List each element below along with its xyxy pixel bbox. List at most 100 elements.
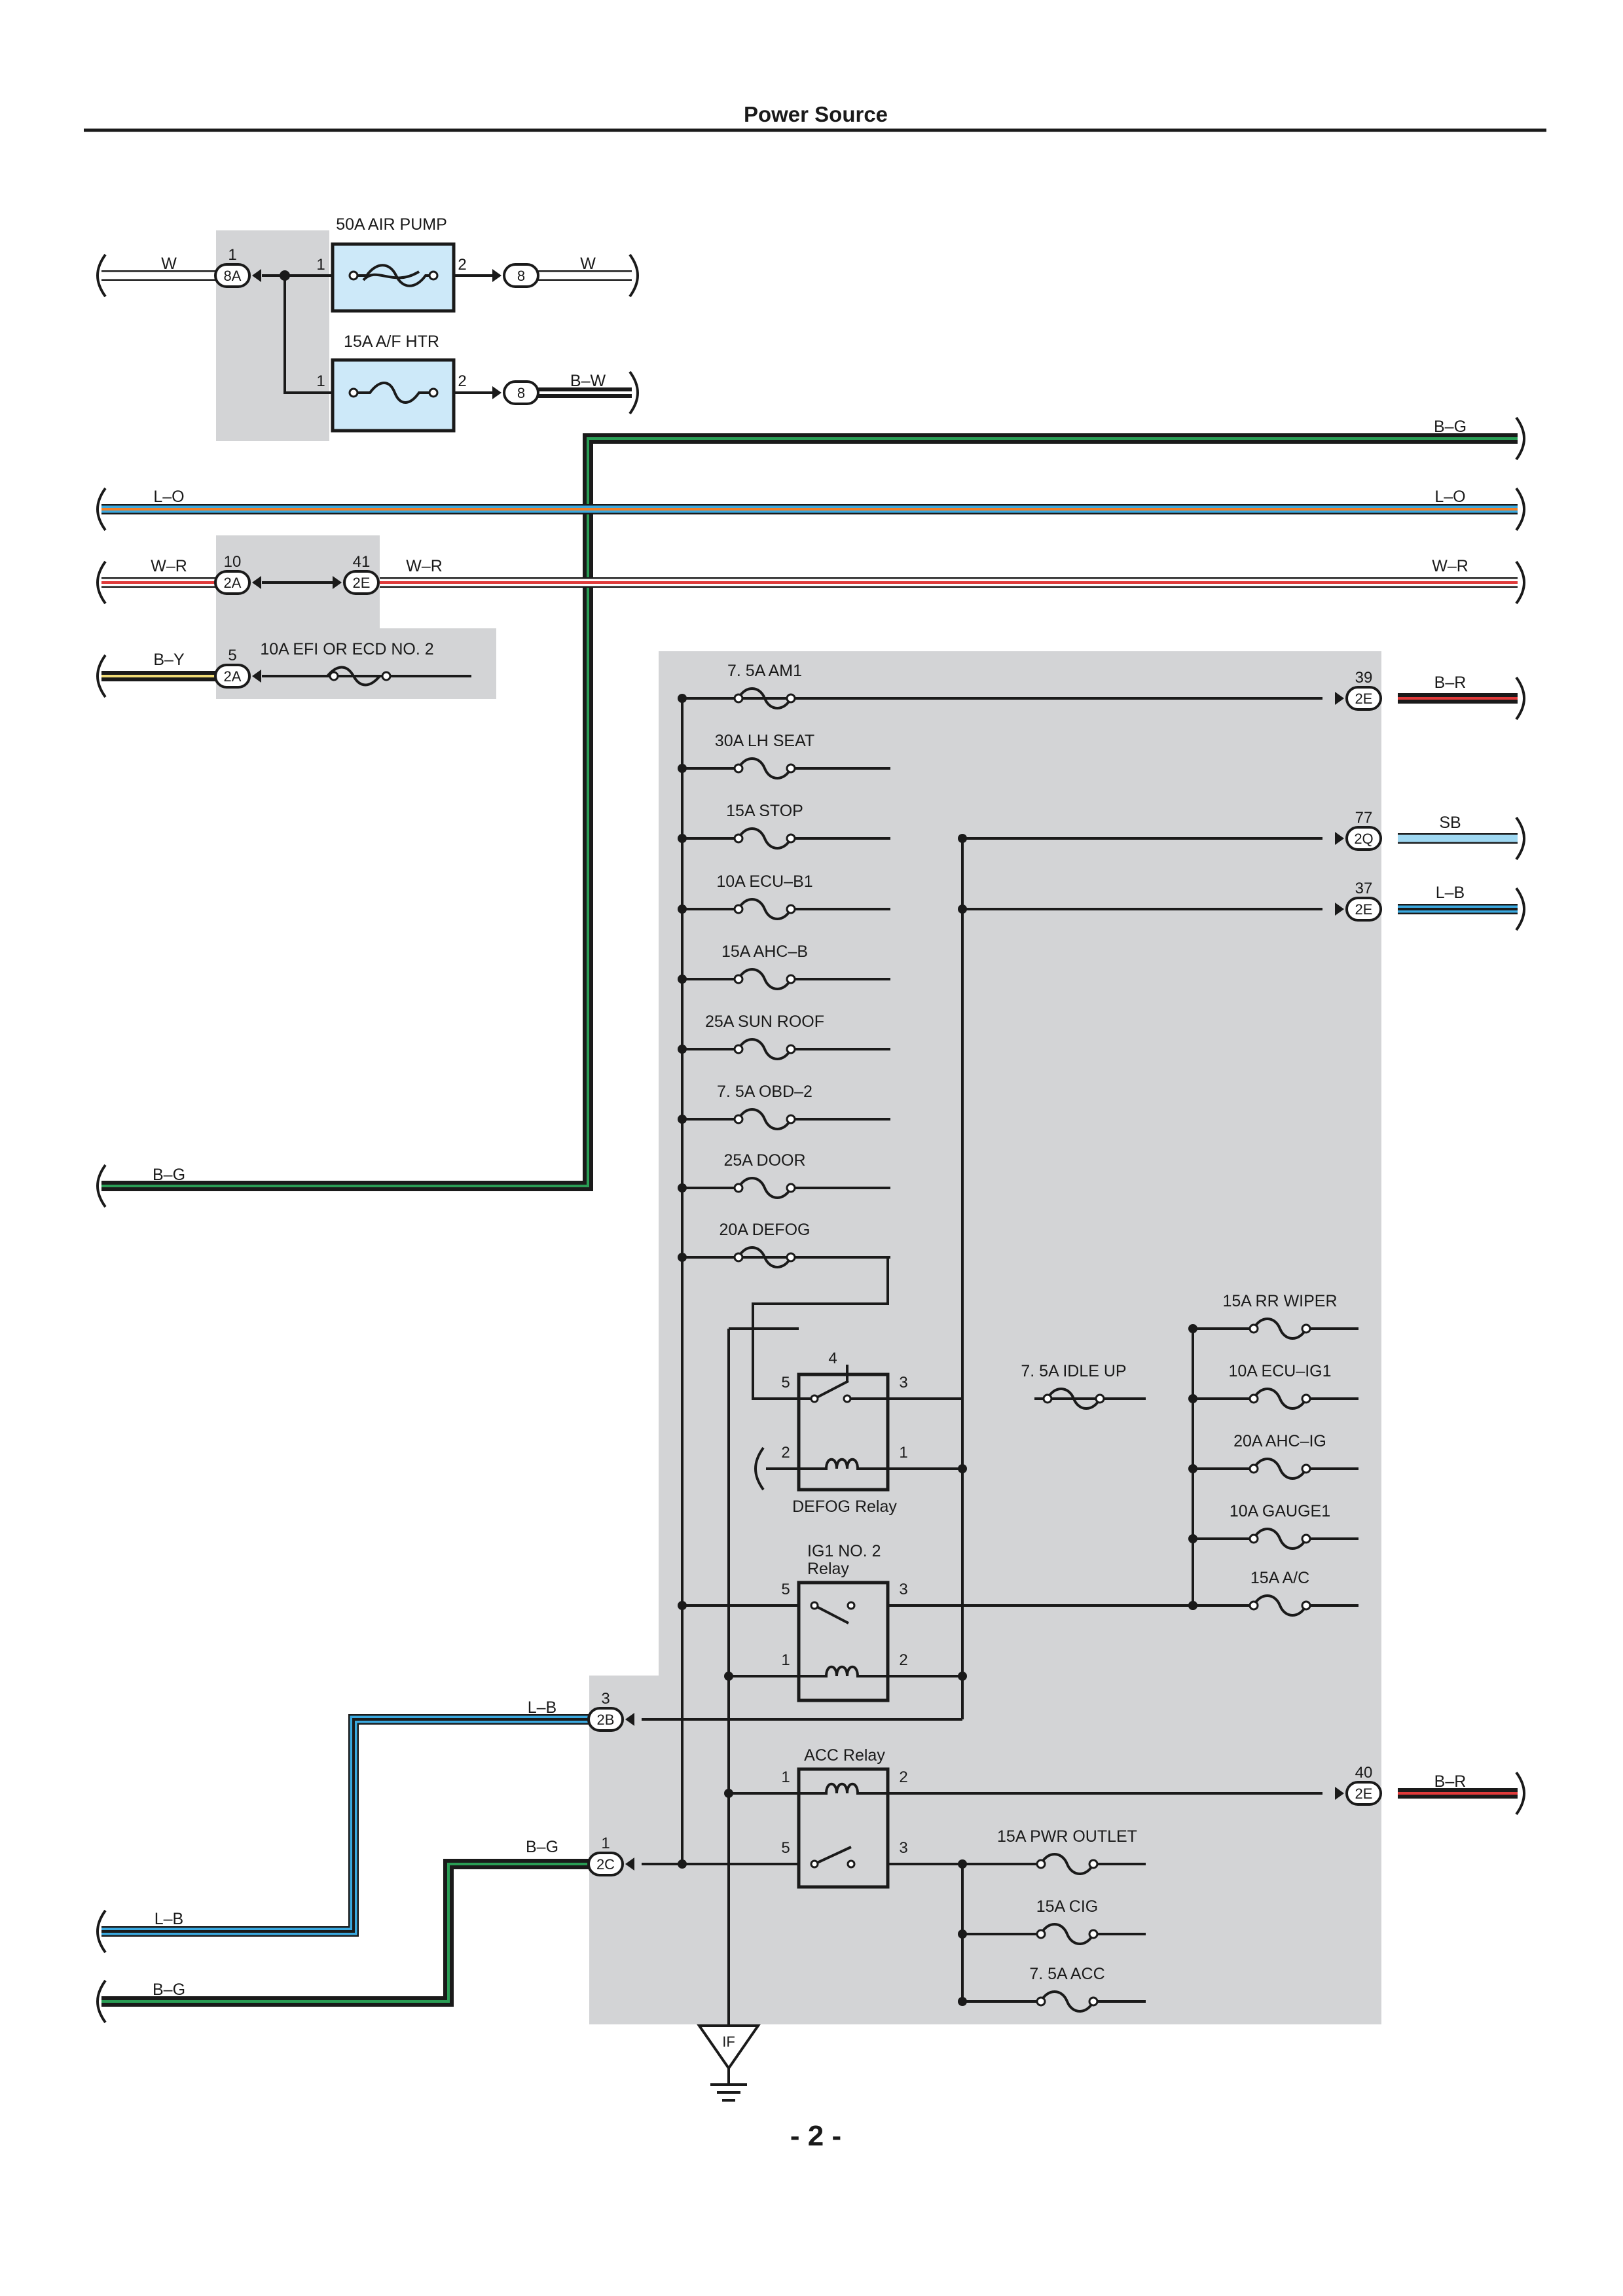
ig1-relay-pin-1: 1 bbox=[781, 1651, 790, 1669]
air-pump-pin-2: 2 bbox=[458, 256, 466, 274]
wire-label-lb-right: L–B bbox=[1436, 884, 1465, 902]
junction-dot bbox=[958, 1672, 967, 1681]
fuse-label-cig: 15A CIG bbox=[1036, 1897, 1099, 1916]
fuse-am1: 7. 5A AM1 bbox=[678, 662, 890, 709]
connector-pin: 1 bbox=[228, 246, 236, 264]
efi-ecd-fuse-label: 10A EFI OR ECD NO. 2 bbox=[260, 640, 433, 658]
fuse-pwr-outlet: 15A PWR OUTLET bbox=[958, 1827, 1146, 1875]
af-htr-pin-1: 1 bbox=[316, 372, 325, 390]
ig1-relay-pin-2: 2 bbox=[899, 1651, 907, 1669]
fuse-label-ecu-b1: 10A ECU–B1 bbox=[716, 872, 812, 891]
wire-label-sb: SB bbox=[1439, 814, 1461, 832]
wire-labels: W W B–W B–G L–O L–O W–R W–R W–R B–Y B–R … bbox=[151, 255, 1468, 1999]
fuse-label-am1: 7. 5A AM1 bbox=[727, 662, 802, 680]
connector-pin: 1 bbox=[601, 1835, 610, 1852]
fuse-label-acc: 7. 5A ACC bbox=[1029, 1965, 1104, 1983]
wire-break-bg-top bbox=[1515, 416, 1525, 461]
connector-pin: 10 bbox=[224, 553, 242, 571]
efi-fuse-line bbox=[262, 666, 471, 687]
ground-label: IF bbox=[722, 2034, 735, 2050]
air-pump-label: 50A AIR PUMP bbox=[336, 215, 447, 234]
wire-harness bbox=[96, 253, 1525, 2024]
fuse-label-ahc-ig: 20A AHC–IG bbox=[1233, 1432, 1326, 1450]
wire-break-bw bbox=[629, 370, 639, 415]
page-number: - 2 - bbox=[790, 2120, 841, 2152]
defog-relay-pin-3: 3 bbox=[899, 1374, 907, 1391]
wire-break-wr-right bbox=[1515, 560, 1525, 605]
fuse-cig: 15A CIG bbox=[958, 1897, 1146, 1945]
wire-label-w-right: W bbox=[580, 255, 596, 273]
acc-relay-pin-5: 5 bbox=[781, 1839, 790, 1857]
connector-c2b-3: 2B3 bbox=[587, 1690, 634, 1732]
fuse-label-ahc-b: 15A AHC–B bbox=[721, 942, 808, 961]
wire-break-wr-left bbox=[96, 560, 107, 605]
wire-label-bg-in: B–G bbox=[526, 1838, 558, 1856]
connector-pin: 77 bbox=[1355, 809, 1373, 827]
wire-break-br-bottom bbox=[1515, 1771, 1525, 1816]
fuse-sun-roof: 25A SUN ROOF bbox=[678, 1013, 890, 1060]
junction-dot bbox=[678, 1859, 687, 1869]
connector-id: 2A bbox=[224, 575, 242, 591]
wire-label-lb-in: L–B bbox=[528, 1698, 556, 1717]
fuse-label-sun-roof: 25A SUN ROOF bbox=[705, 1013, 824, 1031]
wire-label-lb-low: L–B bbox=[155, 1910, 183, 1928]
junction-block-internals: IF bbox=[642, 697, 1322, 2102]
wire-label-bg-top: B–G bbox=[1434, 418, 1467, 436]
junction-dot bbox=[678, 1601, 687, 1610]
wire-label-by: B–Y bbox=[153, 651, 185, 669]
junction-dot bbox=[958, 1464, 967, 1473]
fuse-label-defog: 20A DEFOG bbox=[720, 1221, 811, 1239]
defog-relay-label: DEFOG Relay bbox=[792, 1498, 897, 1516]
fuse-lh-seat: 30A LH SEAT bbox=[678, 732, 890, 780]
acc-relay-pin-2: 2 bbox=[899, 1768, 907, 1786]
connector-c8-top: 8 bbox=[492, 263, 539, 288]
ig1-relay-label-2: Relay bbox=[807, 1560, 849, 1578]
defog-relay-pin-5: 5 bbox=[781, 1374, 790, 1391]
connector-pin: 3 bbox=[601, 1690, 610, 1708]
connector-id: 2E bbox=[353, 575, 371, 591]
fuse-label-lh-seat: 30A LH SEAT bbox=[715, 732, 814, 750]
connector-id: 8A bbox=[224, 268, 242, 284]
fuse-ecu-ig1: 10A ECU–IG1 bbox=[1188, 1362, 1359, 1410]
acc-relay-pin-3: 3 bbox=[899, 1839, 907, 1857]
fuse-label-stop: 15A STOP bbox=[726, 802, 803, 820]
page-title: Power Source bbox=[744, 102, 888, 126]
wire-break-sb bbox=[1515, 816, 1525, 861]
air-pump-pin-1: 1 bbox=[316, 256, 325, 274]
wire-label-lo-right: L–O bbox=[1434, 488, 1465, 506]
fuse-label-gauge1: 10A GAUGE1 bbox=[1230, 1502, 1330, 1520]
acc-relay-pin-1: 1 bbox=[781, 1768, 790, 1786]
af-htr-pin-2: 2 bbox=[458, 372, 466, 390]
connector-id: 2C bbox=[596, 1856, 615, 1873]
connector-id: 8 bbox=[517, 385, 525, 401]
fuse-label-rr-wiper: 15A RR WIPER bbox=[1222, 1292, 1337, 1310]
fuse-stop: 15A STOP bbox=[678, 802, 890, 850]
fuse-obd2: 7. 5A OBD–2 bbox=[678, 1083, 890, 1130]
connector-id: 2B bbox=[597, 1712, 615, 1728]
connector-pin: 5 bbox=[228, 647, 236, 664]
wire-lb-low bbox=[101, 1714, 606, 1937]
defog-relay-pin-1: 1 bbox=[899, 1444, 907, 1462]
wire-break-bg-mid bbox=[96, 1164, 107, 1208]
fuse-ecu-b1: 10A ECU–B1 bbox=[678, 872, 890, 920]
ig1-relay: IG1 NO. 2 Relay 5 3 1 2 bbox=[781, 1542, 908, 1702]
fuse-idle-up: 7. 5A IDLE UP bbox=[1021, 1362, 1146, 1410]
wire-break-defog-2 bbox=[754, 1446, 765, 1491]
defog-relay-pin-4: 4 bbox=[828, 1350, 837, 1367]
wire-break-br-top bbox=[1515, 676, 1525, 721]
acc-relay-label: ACC Relay bbox=[804, 1746, 885, 1765]
wire-label-lo-left: L–O bbox=[153, 488, 184, 506]
fuse-ac: 15A A/C bbox=[1188, 1569, 1359, 1617]
connector-pin: 37 bbox=[1355, 880, 1373, 897]
wire-break-lb-right bbox=[1515, 887, 1525, 931]
wire-label-wr-left: W–R bbox=[151, 557, 187, 575]
junction-dots bbox=[678, 834, 1197, 1869]
fuse-rr-wiper: 15A RR WIPER bbox=[1188, 1292, 1359, 1340]
connector-id: 2E bbox=[1355, 901, 1373, 918]
